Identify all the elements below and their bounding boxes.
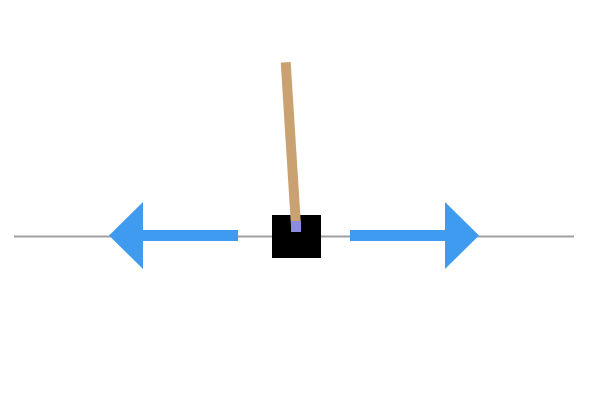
pole-group — [280, 62, 302, 230]
arrow-right-shaft — [350, 230, 453, 241]
arrow-left-head — [109, 202, 143, 269]
arrow-right-head — [445, 202, 479, 269]
pole — [280, 62, 302, 230]
axle — [291, 221, 301, 232]
arrow-left-icon[interactable] — [109, 202, 238, 269]
arrow-left-shaft — [135, 230, 238, 241]
arrow-right-icon[interactable] — [350, 202, 479, 269]
